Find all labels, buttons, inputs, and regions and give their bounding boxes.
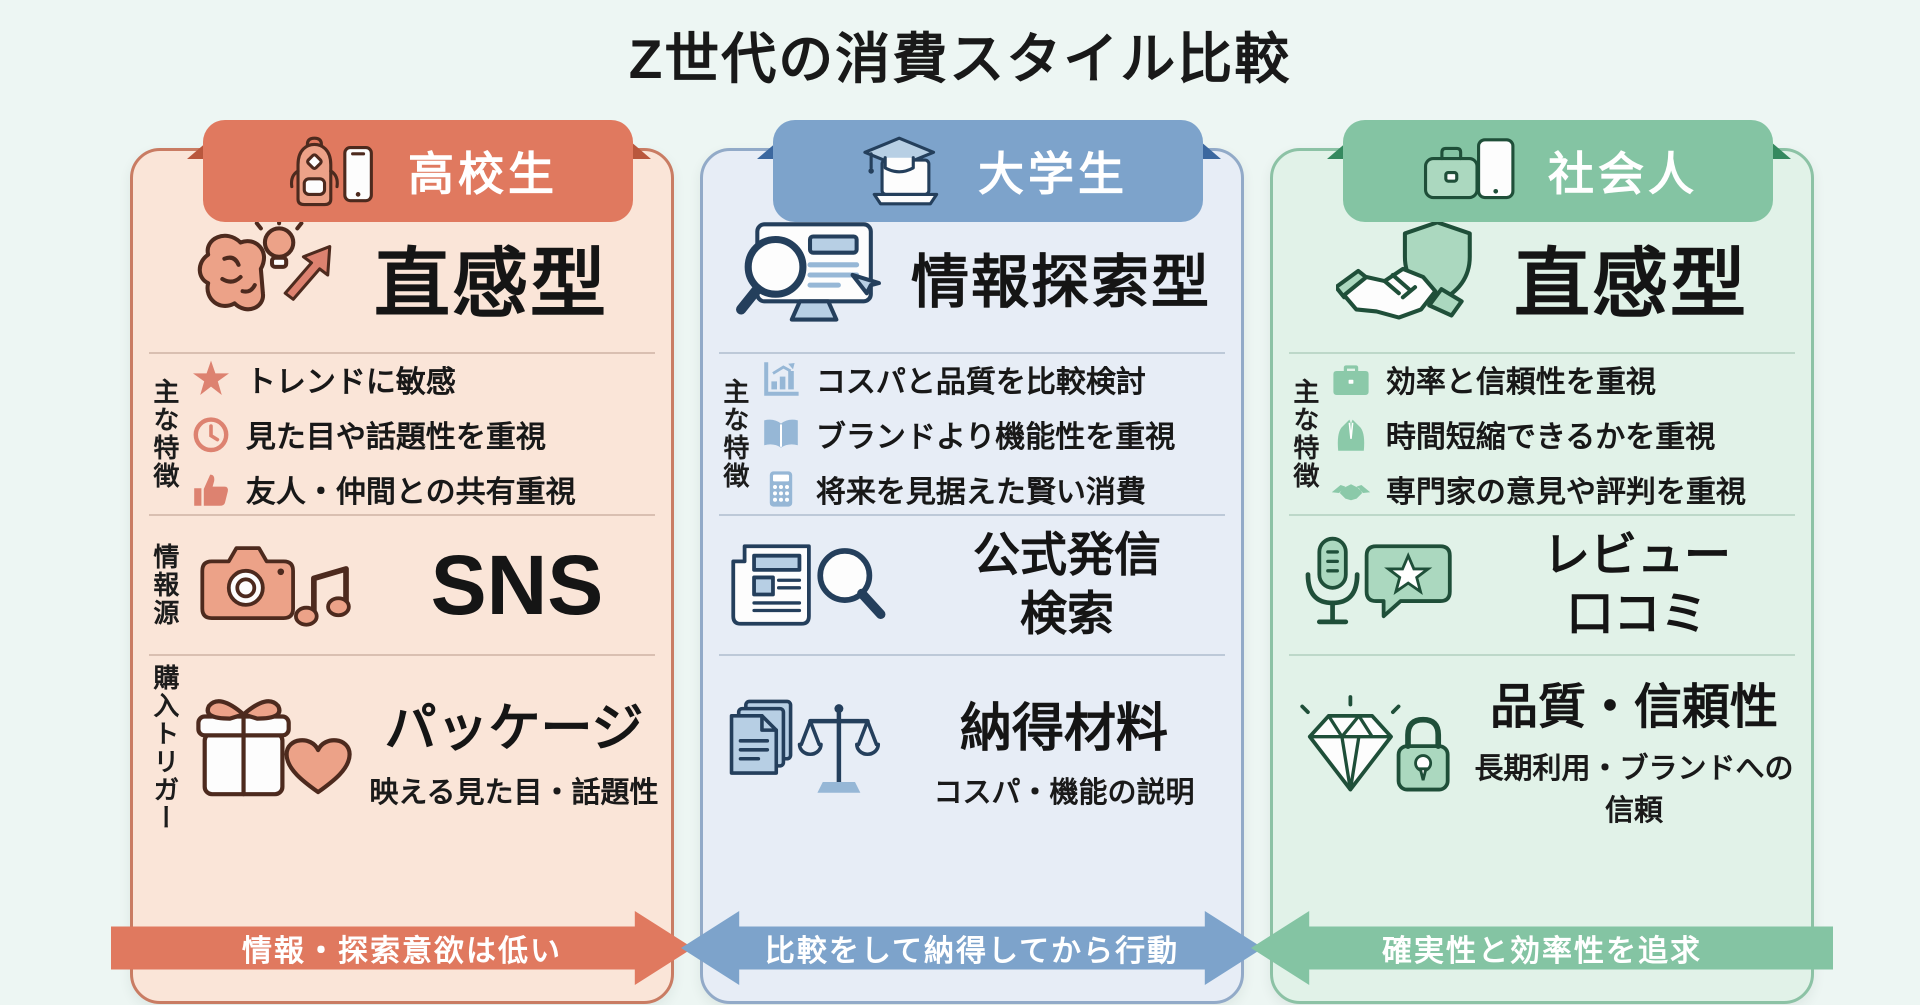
divider (149, 654, 655, 656)
source-row: 情報源 SNS (133, 523, 671, 647)
briefcase-icon (1333, 365, 1369, 395)
badge-label: 大学生 (978, 148, 1128, 200)
star-icon (192, 360, 229, 395)
feature-item: 時間短縮できるかを重視 (1331, 412, 1801, 456)
gradcap-laptop-icon (863, 136, 939, 206)
divider (719, 654, 1225, 656)
source-row: 公式発信 検索 (703, 523, 1241, 647)
source-label: 情報源 (149, 543, 180, 627)
feature-text: ブランドより機能性を重視 (815, 421, 1176, 454)
source-title: レビュー 口コミ (1543, 528, 1731, 640)
feature-text: 時間短縮できるかを重視 (1385, 421, 1716, 454)
divider (149, 352, 655, 354)
divider (1289, 352, 1795, 354)
arrow-label: 情報・探索意欲は低い (242, 935, 562, 968)
briefcase-tablet-icon (1423, 138, 1515, 200)
feature-text: コスパと品質を比較検討 (815, 366, 1146, 399)
trigger-subtitle: 長期利用・ブランドへの信頼 (1474, 753, 1794, 827)
trigger-row: 購入トリガー パッケージ 映える見た目・話題性 (133, 663, 671, 833)
microphone-review-icon (1305, 536, 1452, 625)
business-suit-icon (1337, 419, 1365, 451)
university-card: 大学生 情報探索型 主な特徴 (681, 120, 1263, 1004)
feature-item: 友人・仲間との共有重視 (191, 467, 661, 511)
arrow-label: 比較をして納得してから行動 (764, 935, 1180, 968)
bar-chart-icon (764, 362, 799, 396)
features-label: 主な特徴 (719, 378, 750, 490)
source-title: SNS (430, 537, 604, 632)
university-badge: 大学生 (773, 120, 1203, 222)
takeaway-arrow: 比較をして納得してから行動 (681, 911, 1263, 985)
highschool-badge: 高校生 (203, 120, 633, 222)
features-label: 主な特徴 (149, 378, 180, 490)
trigger-title: パッケージ (384, 699, 644, 758)
thumbs-up-icon (194, 474, 228, 506)
feature-text: 見た目や話題性を重視 (245, 421, 546, 454)
features-row: 主な特徴 コスパと品質を比較検討 ブランドより機能性を重視 (703, 361, 1241, 509)
clock-icon (193, 417, 229, 453)
feature-text: 友人・仲間との共有重視 (245, 476, 576, 509)
divider (149, 514, 655, 516)
takeaway-arrow: 情報・探索意欲は低い (111, 911, 693, 985)
feature-text: 専門家の意見や評判を重視 (1385, 476, 1746, 509)
type-row: 直感型 (1273, 209, 1811, 345)
features-row: 主な特徴 トレンドに敏感 見た目や話題性を重視 友人・仲間との共有重視 (133, 360, 671, 509)
badge-label: 社会人 (1548, 148, 1698, 200)
worker-badge: 社会人 (1343, 120, 1773, 222)
feature-item: コスパと品質を比較検討 (761, 357, 1231, 401)
divider (719, 514, 1225, 516)
camera-music-icon (200, 546, 351, 627)
divider (1289, 654, 1795, 656)
type-label: 情報探索型 (910, 250, 1211, 315)
backpack-smartphone-icon (289, 136, 373, 207)
type-row: 情報探索型 (703, 209, 1241, 345)
feature-item: 見た目や話題性を重視 (191, 412, 661, 456)
documents-scales-icon (729, 699, 881, 793)
source-title: 公式発信 検索 (973, 528, 1161, 640)
source-row: レビュー 口コミ (1273, 523, 1811, 647)
worker-card: 社会人 直感型 主な特徴 効率と信頼性を重視 (1251, 120, 1833, 1004)
diamond-lock-icon (1300, 695, 1450, 792)
takeaway-arrow: 確実性と効率性を追求 (1251, 911, 1833, 985)
trigger-subtitle: コスパ・機能の説明 (933, 776, 1195, 809)
type-row: 直感型 (133, 209, 671, 345)
features-label: 主な特徴 (1289, 378, 1320, 490)
feature-text: 将来を見据えた賢い消費 (815, 476, 1146, 509)
feature-item: トレンドに敏感 (191, 357, 661, 401)
handshake-icon (1331, 484, 1371, 501)
divider (719, 352, 1225, 354)
open-book-icon (764, 419, 798, 448)
type-label: 直感型 (374, 242, 608, 327)
search-monitor-icon (736, 222, 881, 322)
newspaper-search-icon (731, 544, 886, 626)
page-title: Z世代の消費スタイル比較 (628, 28, 1292, 90)
trigger-title: 品質・信頼性 (1489, 681, 1778, 734)
feature-item: 専門家の意見や評判を重視 (1331, 467, 1801, 511)
gift-heart-icon (196, 699, 352, 797)
trigger-row: 品質・信頼性 長期利用・ブランドへの信頼 (1273, 663, 1811, 833)
trigger-row: 納得材料 コスパ・機能の説明 (703, 663, 1241, 833)
feature-item: 効率と信頼性を重視 (1331, 357, 1801, 401)
trigger-title: 納得材料 (959, 699, 1168, 758)
trigger-subtitle: 映える見た目・話題性 (369, 776, 659, 809)
arrow-label: 確実性と効率性を追求 (1382, 935, 1702, 968)
trigger-label: 購入トリガー (149, 664, 180, 832)
features-row: 主な特徴 効率と信頼性を重視 時間短縮できるかを重視 (1273, 361, 1811, 509)
divider (1289, 514, 1795, 516)
feature-text: トレンドに敏感 (245, 366, 456, 399)
type-label: 直感型 (1514, 242, 1748, 327)
highschool-card: 高校生 直感型 主な特徴 トレンドに敏感 (111, 120, 693, 1004)
feature-item: ブランドより機能性を重視 (761, 412, 1231, 456)
handshake-shield-icon (1336, 220, 1472, 320)
calculator-icon (769, 471, 793, 507)
feature-item: 将来を見据えた賢い消費 (761, 467, 1231, 511)
feature-text: 効率と信頼性を重視 (1385, 366, 1656, 399)
brain-lightbulb-arrow-icon (197, 216, 332, 312)
badge-label: 高校生 (408, 148, 558, 200)
